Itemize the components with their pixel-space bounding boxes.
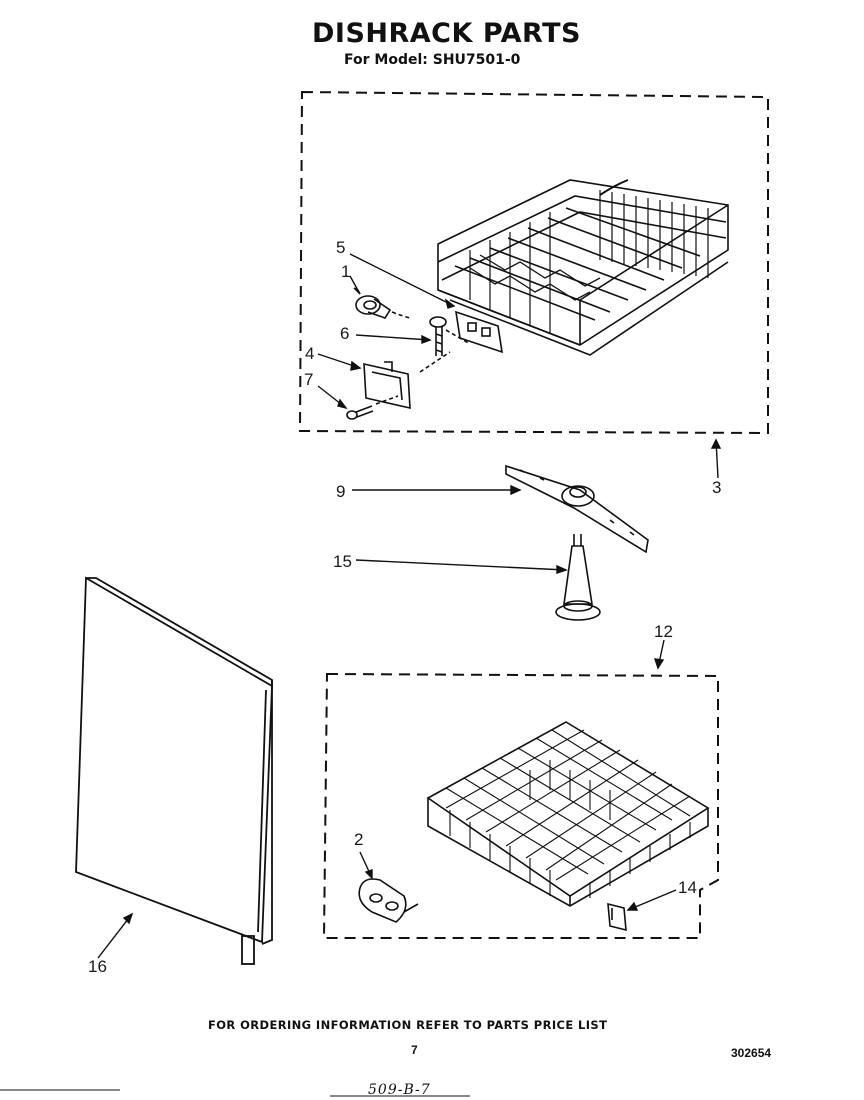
page-title: DISHRACK PARTS <box>312 18 581 49</box>
callout-2: 2 <box>354 830 364 849</box>
callout-12: 12 <box>654 622 673 641</box>
leader-lines-upper <box>317 253 722 479</box>
lower-rack-assembly-box <box>322 672 719 939</box>
door-panel <box>75 576 273 965</box>
callout-6: 6 <box>340 324 350 343</box>
callout-1: 1 <box>341 262 351 281</box>
leader-line-lower-assembly <box>653 639 665 670</box>
document-code: 302654 <box>731 1046 772 1060</box>
handwritten-underline <box>0 1089 470 1097</box>
spray-tower <box>555 534 601 621</box>
rack-bracket <box>607 902 627 932</box>
model-subtitle: For Model: SHU7501-0 <box>344 52 521 68</box>
upper-rack-assembly-box <box>298 90 769 435</box>
ordering-info-note: FOR ORDERING INFORMATION REFER TO PARTS … <box>208 1018 608 1032</box>
handwritten-note: 509-B-7 <box>368 1082 431 1098</box>
callout-16: 16 <box>88 957 107 976</box>
callout-9: 9 <box>336 482 346 501</box>
leader-lines-spray <box>352 484 568 574</box>
callout-7: 7 <box>304 370 314 389</box>
upper-dishrack <box>437 179 729 356</box>
leader-line-door <box>97 912 134 959</box>
spray-arm <box>505 464 649 554</box>
callout-5: 5 <box>336 238 346 257</box>
callout-4: 4 <box>305 344 315 363</box>
callout-3: 3 <box>712 478 722 497</box>
callout-14: 14 <box>678 878 697 897</box>
rack-adjuster-parts <box>346 295 503 420</box>
callout-15: 15 <box>333 552 352 571</box>
page-number: 7 <box>411 1043 418 1057</box>
leader-lines-lower <box>359 851 677 911</box>
basket-clip <box>358 878 419 923</box>
lower-dishrack <box>426 721 710 907</box>
